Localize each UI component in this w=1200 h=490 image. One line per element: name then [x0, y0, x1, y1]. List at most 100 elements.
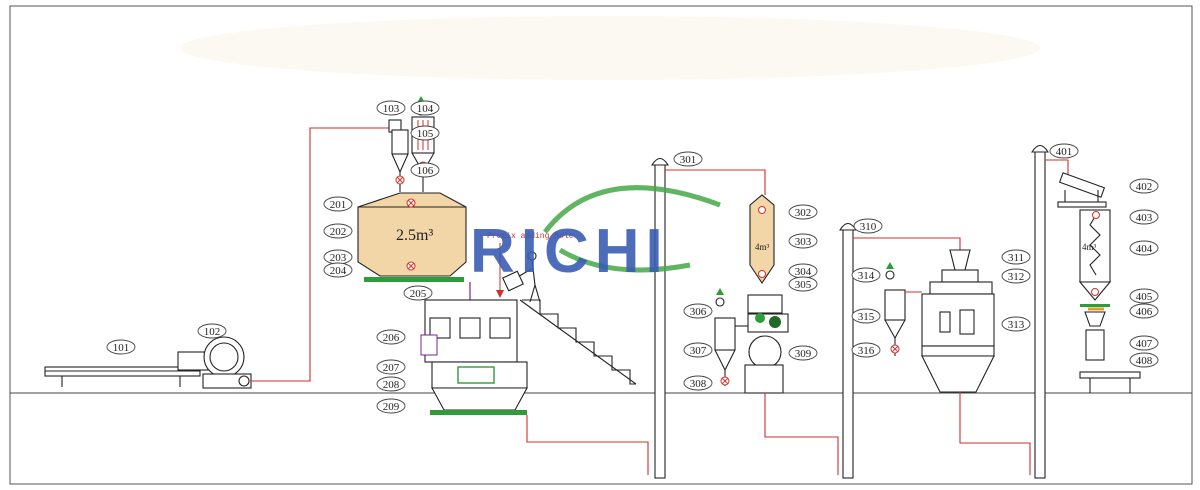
- callout-text: 102: [204, 326, 221, 338]
- pipe-mixer-to-elevator: [526, 415, 649, 475]
- callout-205: 205: [403, 285, 433, 301]
- logo-text: RICHI: [470, 217, 669, 286]
- callout-text: 312: [1008, 271, 1025, 283]
- callout-404: 404: [1129, 240, 1159, 256]
- staircase: [522, 299, 636, 385]
- callout-text: 208: [383, 379, 400, 391]
- callout-209: 209: [376, 398, 406, 414]
- callout-408: 408: [1129, 352, 1159, 368]
- callout-305: 305: [788, 276, 818, 292]
- callout-204: 204: [323, 262, 353, 278]
- callout-208: 208: [376, 376, 406, 392]
- callout-text: 305: [795, 279, 812, 291]
- callout-text: 307: [690, 345, 707, 357]
- callout-104: 104: [410, 100, 440, 116]
- callout-text: 206: [383, 332, 400, 344]
- finished-bin-403: 4m³: [1078, 209, 1141, 393]
- screener-402: [1057, 172, 1107, 208]
- callout-311: 311: [1001, 249, 1031, 265]
- callout-text: 301: [680, 154, 697, 166]
- diagram-frame: [9, 5, 1193, 485]
- small-bin-label-2: 4m³: [1082, 242, 1097, 252]
- callout-text: 203: [330, 252, 347, 264]
- callout-310: 310: [853, 218, 883, 234]
- callout-text: 403: [1136, 212, 1153, 224]
- callout-316: 316: [851, 342, 881, 358]
- callout-text: 106: [417, 165, 434, 177]
- callout-text: 302: [795, 207, 812, 219]
- mixer-206: [420, 282, 528, 415]
- callout-103: 103: [376, 100, 406, 116]
- pellet-mill-309: [744, 294, 839, 475]
- callout-105: 105: [410, 125, 440, 141]
- callout-206: 206: [376, 329, 406, 345]
- callout-text: 315: [858, 311, 875, 323]
- callout-309: 309: [788, 345, 818, 361]
- callout-106: 106: [410, 162, 440, 178]
- callout-text: 407: [1136, 338, 1153, 350]
- callout-406: 406: [1129, 303, 1159, 319]
- richi-logo: RICHI: [470, 185, 721, 286]
- callout-312: 312: [1001, 268, 1031, 284]
- callout-text: 105: [417, 128, 434, 140]
- callout-207: 207: [376, 359, 406, 375]
- bucket-elevator-301: [651, 157, 766, 479]
- hammer-mill-102: [177, 336, 252, 389]
- callout-text: 406: [1136, 306, 1153, 318]
- callout-303: 303: [788, 233, 818, 249]
- callout-101: 101: [106, 339, 136, 355]
- callout-text: 408: [1136, 355, 1153, 367]
- callout-text: 310: [860, 221, 877, 233]
- callout-306: 306: [683, 303, 713, 319]
- callout-text: 311: [1008, 252, 1024, 264]
- callout-315: 315: [851, 308, 881, 324]
- callout-text: 204: [330, 265, 347, 277]
- callout-405: 405: [1129, 288, 1159, 304]
- callout-text: 404: [1136, 243, 1153, 255]
- premix-label: Premix adding hole: [487, 232, 574, 241]
- callout-text: 205: [410, 288, 427, 300]
- callout-text: 303: [795, 236, 812, 248]
- callout-text: 103: [383, 103, 400, 115]
- callout-201: 201: [323, 196, 353, 212]
- cyclone-307: [714, 288, 748, 386]
- belt-conveyor-101: [44, 366, 201, 387]
- pellet-bin-302: 4m³: [749, 194, 775, 284]
- callout-text: 104: [417, 103, 434, 115]
- bucket-elevator-401: [1031, 144, 1069, 479]
- callout-text: 101: [113, 342, 130, 354]
- callout-301: 301: [673, 151, 703, 167]
- callout-304: 304: [788, 263, 818, 279]
- batching-bin-201: 2.5m³: [357, 192, 467, 282]
- callout-text: 316: [858, 345, 875, 357]
- callout-text: 313: [1008, 319, 1025, 331]
- callout-text: 304: [795, 266, 812, 278]
- callout-text: 309: [795, 348, 812, 360]
- callout-102: 102: [197, 323, 227, 339]
- callout-text: 209: [383, 401, 400, 413]
- cyclone-315: [884, 262, 922, 356]
- callout-314: 314: [851, 267, 881, 283]
- callout-401: 401: [1049, 143, 1079, 159]
- callout-302: 302: [788, 204, 818, 220]
- small-bin-label-1: 4m³: [755, 242, 770, 252]
- callout-403: 403: [1129, 209, 1159, 225]
- callout-text: 401: [1056, 146, 1073, 158]
- counterflow-cooler-313: [921, 249, 1031, 475]
- callout-text: 308: [690, 378, 707, 390]
- cyclone-103: [388, 119, 409, 192]
- callout-text: 201: [330, 199, 347, 211]
- callout-text: 314: [858, 270, 875, 282]
- callout-text: 207: [383, 362, 400, 374]
- callout-313: 313: [1001, 316, 1031, 332]
- worker-figure: [502, 251, 541, 303]
- callout-text: 402: [1136, 181, 1153, 193]
- callout-text: 306: [690, 306, 707, 318]
- watermark-area: [180, 16, 1040, 80]
- callout-202: 202: [323, 223, 353, 239]
- callout-407: 407: [1129, 335, 1159, 351]
- callout-text: 202: [330, 226, 347, 238]
